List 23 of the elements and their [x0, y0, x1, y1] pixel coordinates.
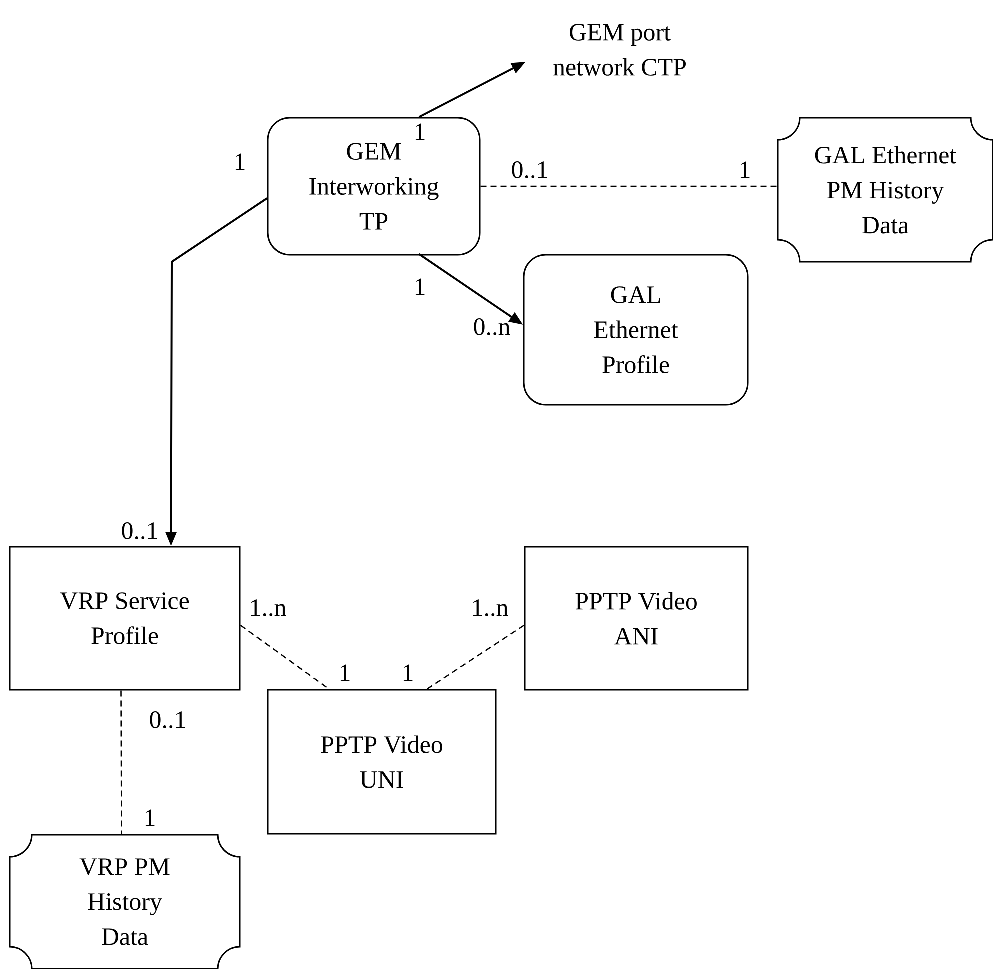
rounded-box: GAL Ethernet Profile: [523, 254, 749, 406]
connector-line: [426, 624, 525, 690]
multiplicity-label: 1: [404, 664, 413, 682]
class-box: VRP Service Profile: [9, 546, 241, 691]
multiplicity-label: 1: [236, 154, 245, 170]
notched-box: VRP PM History Data: [9, 834, 241, 969]
class-box: PPTP Video UNI: [267, 689, 497, 835]
connector-line: [480, 186, 778, 188]
multiplicity-label: 0..1: [122, 522, 158, 540]
class-box: PPTP Video ANI: [524, 546, 749, 691]
multiplicity-label: 1..n: [251, 600, 286, 616]
multiplicity-label: 1: [146, 810, 155, 826]
connector-line: [120, 690, 122, 835]
multiplicity-label: 1: [416, 124, 425, 140]
multiplicity-label: 1: [740, 162, 750, 178]
multiplicity-label: 0..1: [512, 162, 548, 178]
notched-box: GAL Ethernet PM History Data: [777, 117, 993, 263]
node-text: GEM port network CTP: [554, 24, 686, 76]
multiplicity-label: 0..n: [474, 318, 510, 336]
connector-line: [240, 624, 330, 690]
multiplicity-label: 1: [416, 278, 425, 296]
multiplicity-label: 1..n: [473, 600, 508, 616]
multiplicity-label: 1: [340, 664, 350, 682]
